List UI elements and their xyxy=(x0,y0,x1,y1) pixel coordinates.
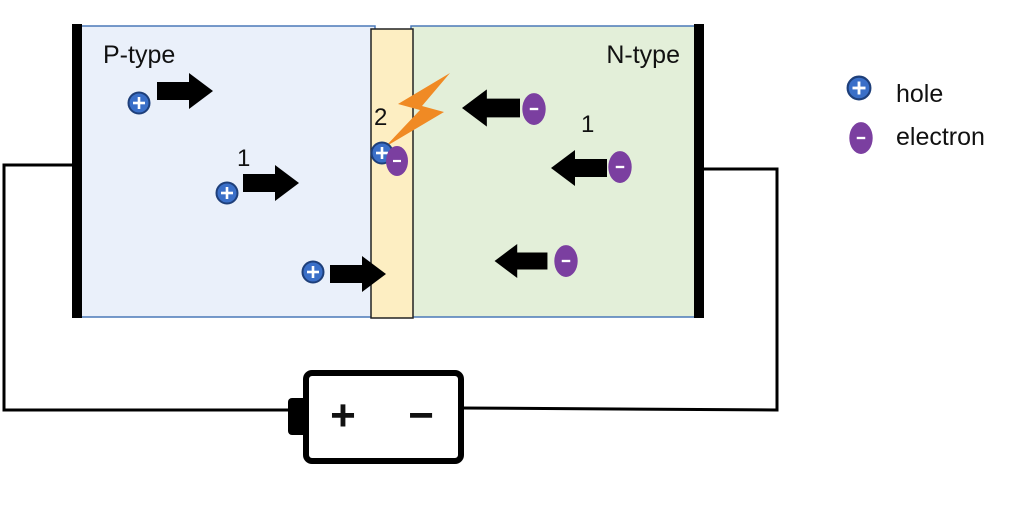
battery-negative-terminal: − xyxy=(408,391,434,440)
n-type-region xyxy=(410,25,700,318)
battery-positive-terminal: + xyxy=(330,391,356,440)
hole-plus-circle-icon xyxy=(215,181,239,205)
hole-plus-circle-icon xyxy=(127,91,151,115)
hole-plus-circle-icon xyxy=(301,260,325,284)
legend-electron-icon xyxy=(849,122,873,154)
legend: hole electron xyxy=(846,75,985,154)
legend-hole-label: hole xyxy=(896,80,943,108)
n-type-label: N-type xyxy=(606,41,680,69)
p-type-region xyxy=(74,25,376,318)
battery: + − xyxy=(288,370,464,464)
electron-minus-oval-icon xyxy=(522,93,546,125)
electron-minus-oval-icon xyxy=(608,151,632,183)
p-type-label: P-type xyxy=(103,41,175,69)
p-side-marker: 1 xyxy=(237,145,250,172)
legend-electron-label: electron xyxy=(896,123,985,151)
battery-nub xyxy=(288,398,308,435)
n-side-marker: 1 xyxy=(581,111,594,138)
right-wire xyxy=(459,167,779,412)
lightning-bolt-icon xyxy=(385,73,450,147)
junction-marker: 2 xyxy=(374,104,387,131)
left-electrode xyxy=(72,24,82,318)
right-electrode xyxy=(694,24,704,318)
electron-minus-oval-icon xyxy=(386,146,408,176)
left-wire xyxy=(2,163,290,412)
legend-hole-icon xyxy=(846,75,872,101)
electron-minus-oval-icon xyxy=(554,245,578,277)
